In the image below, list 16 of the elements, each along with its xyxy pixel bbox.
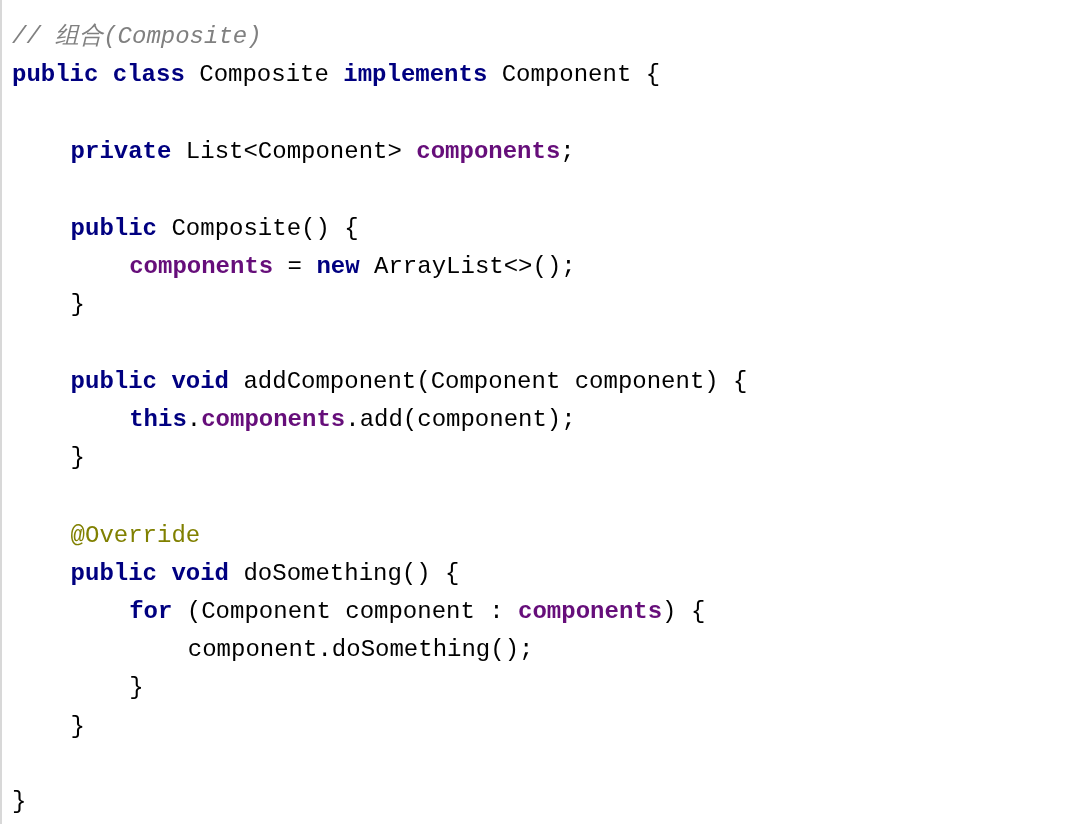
code-line: } bbox=[129, 673, 144, 703]
code-line: public void doSomething() { bbox=[70, 559, 460, 589]
code-line: } bbox=[70, 443, 85, 473]
code-line: private List<Component> components; bbox=[70, 137, 575, 167]
code-line: components = new ArrayList<>(); bbox=[129, 252, 576, 282]
code-line: public void addComponent(Component component) { bbox=[70, 367, 748, 397]
code-line: public Composite() { bbox=[70, 214, 359, 244]
code-line: public class Composite implements Component { bbox=[12, 60, 661, 90]
code-annotation: @Override bbox=[70, 521, 201, 551]
code-line: } bbox=[70, 712, 85, 742]
code-line: } bbox=[70, 290, 85, 320]
code-comment: // 组合(Composite) bbox=[12, 22, 262, 52]
code-line: this.components.add(component); bbox=[129, 405, 576, 435]
code-line: } bbox=[12, 787, 27, 817]
code-line: for (Component component : components) { bbox=[129, 597, 706, 627]
code-line: component.doSomething(); bbox=[187, 635, 534, 665]
